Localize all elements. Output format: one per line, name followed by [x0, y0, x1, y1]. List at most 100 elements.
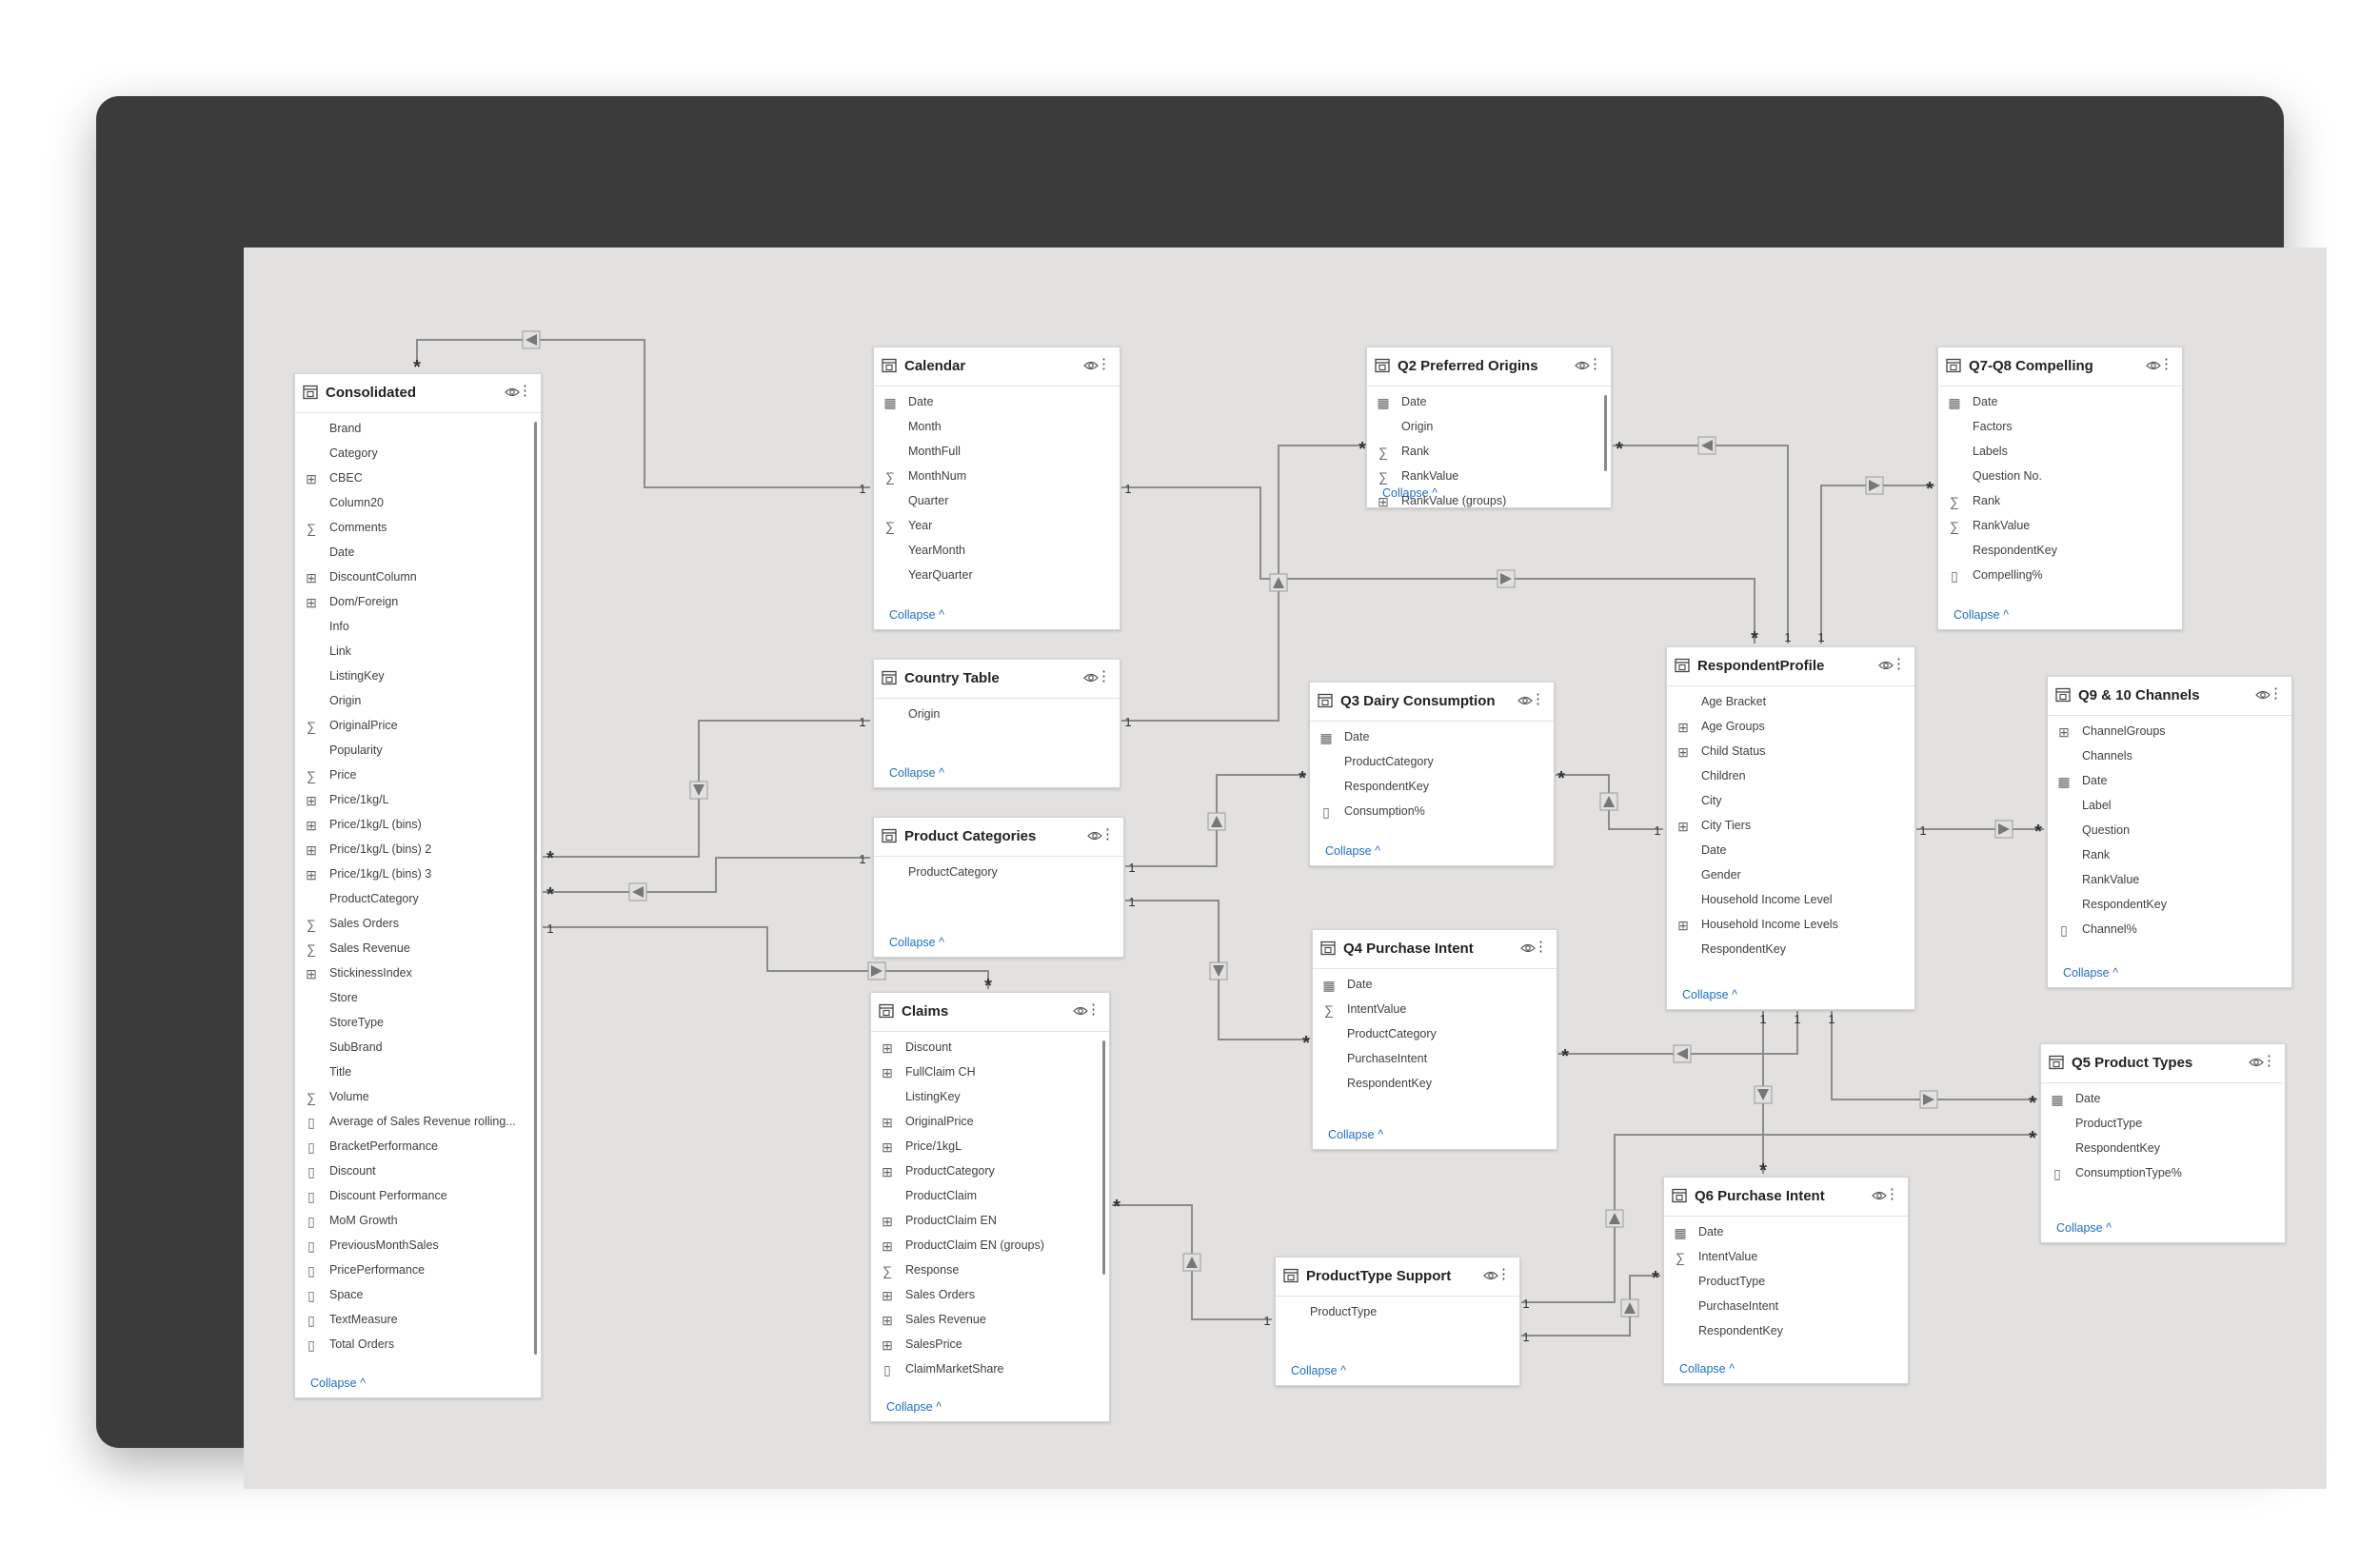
table-header[interactable]: Q6 Purchase Intent⋮: [1664, 1178, 1908, 1217]
field-factors[interactable]: Factors: [1938, 415, 2182, 440]
field-originalprice[interactable]: ∑OriginalPrice: [295, 714, 541, 739]
field-fullclaim-ch[interactable]: ⊞FullClaim CH: [871, 1060, 1109, 1085]
field-price-1kg-l-bins-2[interactable]: ⊞Price/1kg/L (bins) 2: [295, 838, 541, 862]
field-productcategory[interactable]: ProductCategory: [1310, 750, 1554, 775]
field-respondentkey[interactable]: RespondentKey: [1667, 938, 1914, 962]
field-child-status[interactable]: ⊞Child Status: [1667, 740, 1914, 764]
collapse-link[interactable]: Collapse ^: [1679, 1362, 1735, 1376]
rel-calendar-resp[interactable]: [1121, 486, 1755, 644]
eye-icon[interactable]: [1872, 1190, 1887, 1201]
field-link[interactable]: Link: [295, 640, 541, 664]
field-storetype[interactable]: StoreType: [295, 1011, 541, 1036]
field-labels[interactable]: Labels: [1938, 440, 2182, 465]
field-age-bracket[interactable]: Age Bracket: [1667, 690, 1914, 715]
field-question-no[interactable]: Question No.: [1938, 465, 2182, 489]
field-rankvalue-groups[interactable]: ⊞RankValue (groups): [1367, 489, 1611, 514]
field-respondentkey[interactable]: RespondentKey: [1938, 539, 2182, 564]
field-respondentkey[interactable]: RespondentKey: [1310, 775, 1554, 800]
field-subbrand[interactable]: SubBrand: [295, 1036, 541, 1060]
field-total-orders[interactable]: ▯Total Orders: [295, 1333, 541, 1357]
collapse-link[interactable]: Collapse ^: [886, 1400, 942, 1414]
field-cbec[interactable]: ⊞CBEC: [295, 466, 541, 491]
field-sales-orders[interactable]: ⊞Sales Orders: [871, 1283, 1109, 1308]
collapse-link[interactable]: Collapse ^: [1682, 988, 1737, 1001]
field-productclaim-en-groups[interactable]: ⊞ProductClaim EN (groups): [871, 1234, 1109, 1258]
more-icon[interactable]: ⋮: [1892, 656, 1906, 672]
field-claimmarketshare[interactable]: ▯ClaimMarketShare: [871, 1357, 1109, 1382]
field-info[interactable]: Info: [295, 615, 541, 640]
field-listingkey[interactable]: ListingKey: [295, 664, 541, 689]
more-icon[interactable]: ⋮: [1531, 691, 1545, 707]
field-date[interactable]: ▦Date: [1310, 725, 1554, 750]
field-respondentkey[interactable]: RespondentKey: [2048, 893, 2291, 918]
more-icon[interactable]: ⋮: [1885, 1186, 1899, 1202]
field-consumption[interactable]: ▯Consumption%: [1310, 800, 1554, 824]
field-price-1kg-l[interactable]: ⊞Price/1kg/L: [295, 788, 541, 813]
field-intentvalue[interactable]: ∑IntentValue: [1313, 998, 1557, 1022]
rel-consolidated-productcat[interactable]: [543, 857, 870, 893]
field-bracketperformance[interactable]: ▯BracketPerformance: [295, 1135, 541, 1159]
field-store[interactable]: Store: [295, 986, 541, 1011]
field-productcategory[interactable]: ProductCategory: [295, 887, 541, 912]
eye-icon[interactable]: [1483, 1270, 1498, 1281]
field-intentvalue[interactable]: ∑IntentValue: [1664, 1245, 1908, 1270]
vertical-scrollbar[interactable]: [1604, 395, 1607, 471]
field-producttype[interactable]: ProductType: [1276, 1300, 1519, 1325]
field-stickinessindex[interactable]: ⊞StickinessIndex: [295, 961, 541, 986]
field-category[interactable]: Category: [295, 442, 541, 466]
field-listingkey[interactable]: ListingKey: [871, 1085, 1109, 1110]
collapse-link[interactable]: Collapse ^: [2056, 1221, 2112, 1235]
field-household-income-levels[interactable]: ⊞Household Income Levels: [1667, 913, 1914, 938]
collapse-link[interactable]: Collapse ^: [1382, 486, 1438, 500]
more-icon[interactable]: ⋮: [1097, 668, 1111, 684]
collapse-link[interactable]: Collapse ^: [1328, 1128, 1383, 1141]
field-price[interactable]: ∑Price: [295, 763, 541, 788]
collapse-link[interactable]: Collapse ^: [1954, 608, 2009, 622]
field-monthfull[interactable]: MonthFull: [874, 440, 1120, 465]
eye-icon[interactable]: [505, 386, 520, 398]
collapse-link[interactable]: Collapse ^: [2063, 966, 2118, 980]
more-icon[interactable]: ⋮: [1097, 356, 1111, 372]
field-compelling[interactable]: ▯Compelling%: [1938, 564, 2182, 588]
field-priceperformance[interactable]: ▯PricePerformance: [295, 1258, 541, 1283]
table-header[interactable]: Q9 & 10 Channels⋮: [2048, 677, 2291, 716]
field-volume[interactable]: ∑Volume: [295, 1085, 541, 1110]
field-sales-orders[interactable]: ∑Sales Orders: [295, 912, 541, 937]
field-column20[interactable]: Column20: [295, 491, 541, 516]
eye-icon[interactable]: [1520, 942, 1536, 954]
field-textmeasure[interactable]: ▯TextMeasure: [295, 1308, 541, 1333]
field-salesprice[interactable]: ⊞SalesPrice: [871, 1333, 1109, 1357]
eye-icon[interactable]: [1575, 360, 1590, 371]
field-price-1kgl[interactable]: ⊞Price/1kgL: [871, 1135, 1109, 1159]
field-household-income-level[interactable]: Household Income Level: [1667, 888, 1914, 913]
field-rank[interactable]: ∑Rank: [1367, 440, 1611, 465]
field-quarter[interactable]: Quarter: [874, 489, 1120, 514]
field-yearmonth[interactable]: YearMonth: [874, 539, 1120, 564]
table-header[interactable]: Q5 Product Types⋮: [2041, 1044, 2285, 1083]
collapse-link[interactable]: Collapse ^: [1325, 844, 1380, 858]
field-producttype[interactable]: ProductType: [2041, 1112, 2285, 1137]
field-response[interactable]: ∑Response: [871, 1258, 1109, 1283]
field-productcategory[interactable]: ProductCategory: [1313, 1022, 1557, 1047]
field-date[interactable]: ▦Date: [874, 390, 1120, 415]
field-purchaseintent[interactable]: PurchaseIntent: [1664, 1295, 1908, 1319]
field-city[interactable]: City: [1667, 789, 1914, 814]
field-popularity[interactable]: Popularity: [295, 739, 541, 763]
more-icon[interactable]: ⋮: [2262, 1053, 2276, 1069]
rel-consolidated-calendar[interactable]: [416, 339, 870, 488]
table-header[interactable]: Consolidated⋮: [295, 374, 541, 413]
collapse-link[interactable]: Collapse ^: [889, 608, 944, 622]
field-yearquarter[interactable]: YearQuarter: [874, 564, 1120, 588]
field-children[interactable]: Children: [1667, 764, 1914, 789]
table-header[interactable]: Calendar⋮: [874, 347, 1120, 386]
field-comments[interactable]: ∑Comments: [295, 516, 541, 541]
field-monthnum[interactable]: ∑MonthNum: [874, 465, 1120, 489]
rel-consolidated-claims[interactable]: [543, 926, 989, 989]
field-rank[interactable]: Rank: [2048, 843, 2291, 868]
